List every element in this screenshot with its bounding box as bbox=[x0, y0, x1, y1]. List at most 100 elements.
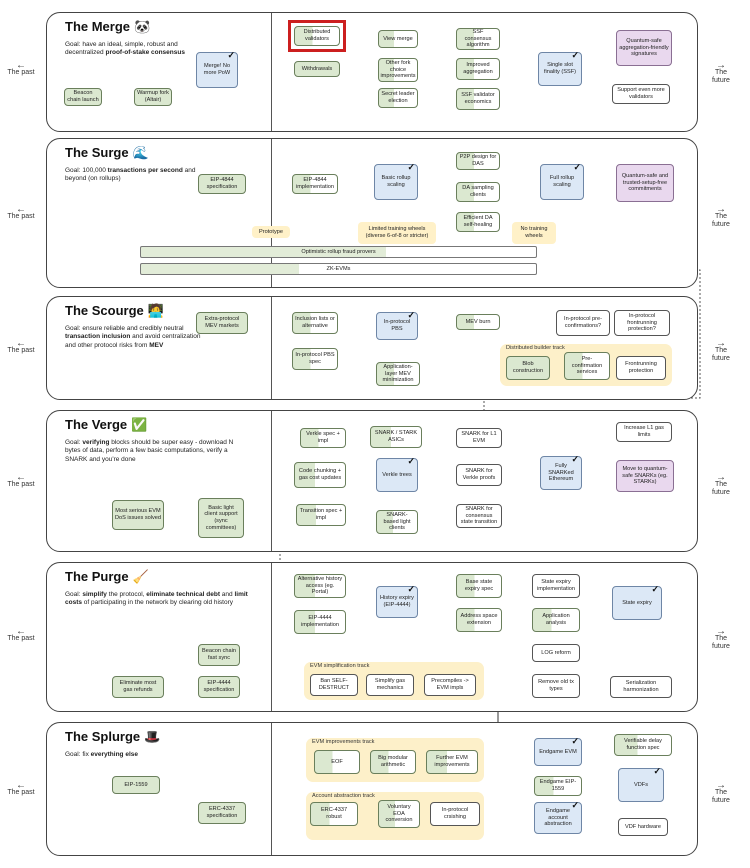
node-snark-verkle[interactable]: SNARK for Verkle proofs bbox=[456, 464, 502, 486]
node-alt-history[interactable]: Alternative history access (eg. Portal) bbox=[294, 574, 346, 598]
node-prototype[interactable]: Prototype bbox=[252, 226, 290, 238]
node-verkle-trees[interactable]: Verkle trees✓ bbox=[376, 456, 418, 492]
node-single-slot-finality[interactable]: Single slot finality (SSF)✓ bbox=[538, 50, 582, 86]
bar-zk-evms[interactable]: ZK-EVMs bbox=[140, 263, 537, 275]
node-beacon-chain-launch[interactable]: Beacon chain launch bbox=[64, 88, 102, 106]
past-label: ←The past bbox=[7, 472, 35, 489]
node-full-rollup-scaling[interactable]: Full rollup scaling✓ bbox=[540, 162, 584, 200]
node-da-sampling[interactable]: DA sampling clients bbox=[456, 182, 500, 202]
track-label: EVM improvements track bbox=[312, 739, 375, 745]
node-basic-rollup-scaling[interactable]: Basic rollup scaling✓ bbox=[374, 162, 418, 200]
node-merge[interactable]: Merge! No more PoW✓ bbox=[196, 50, 238, 88]
bar-optimistic-fraud-provers[interactable]: Optimistic rollup fraud provers bbox=[140, 246, 537, 258]
node-withdrawals[interactable]: Withdrawals bbox=[294, 61, 340, 77]
node-erc4337-spec[interactable]: ERC-4337 specification bbox=[198, 802, 246, 824]
node-precompiles[interactable]: Precompiles -> EVM impls bbox=[424, 674, 476, 696]
node-address-space[interactable]: Address space extension bbox=[456, 608, 502, 632]
node-basic-light-client[interactable]: Basic light client support (sync committ… bbox=[198, 498, 244, 538]
checkmark-icon: ✅ bbox=[131, 417, 148, 432]
node-vdfs[interactable]: VDFs✓ bbox=[618, 766, 664, 802]
node-beacon-fast-sync[interactable]: Beacon chain fast sync bbox=[198, 644, 240, 666]
node-mev-burn[interactable]: MEV burn bbox=[456, 314, 500, 330]
node-further-evm[interactable]: Further EVM improvements bbox=[426, 750, 478, 774]
node-preconf-question[interactable]: In-protocol pre-confirmations? bbox=[556, 310, 610, 336]
node-snark-l1-evm[interactable]: SNARK for L1 EVM bbox=[456, 428, 502, 448]
node-snark-asics[interactable]: SNARK / STARK ASICs bbox=[370, 426, 422, 448]
person-icon: 🧑‍💻 bbox=[147, 303, 164, 318]
node-erc4337-robust[interactable]: ERC-4337 robust bbox=[310, 802, 358, 826]
node-state-expiry-impl[interactable]: State expiry implementation bbox=[532, 574, 580, 598]
node-frontrun-question[interactable]: In-protocol frontrunning protection? bbox=[614, 310, 670, 336]
node-eip4444-impl[interactable]: EIP-4444 implementation bbox=[294, 610, 346, 634]
node-base-state-expiry[interactable]: Base state expiry spec bbox=[456, 574, 502, 598]
node-in-protocol-pbs[interactable]: In-protocol PBS✓ bbox=[376, 310, 418, 340]
node-eip4844-impl[interactable]: EIP-4844 implementation bbox=[292, 174, 338, 194]
node-in-protocol-crlisting[interactable]: In-protocol crsishing bbox=[430, 802, 480, 826]
section-title: The Surge🌊 bbox=[65, 145, 149, 160]
node-transition-spec[interactable]: Transition spec + impl bbox=[296, 504, 346, 526]
node-remove-old-tx[interactable]: Remove old tx types bbox=[532, 674, 580, 698]
node-fully-snarked[interactable]: Fully SNARKed Ethereum✓ bbox=[540, 454, 582, 490]
node-p2p-das[interactable]: P2P design for DAS bbox=[456, 152, 500, 170]
section-goal: Goal: have an ideal, simple, robust and … bbox=[65, 41, 185, 57]
node-quantum-safe-signatures[interactable]: Quantum-safe aggregation-friendly signat… bbox=[616, 30, 672, 66]
node-improved-aggregation[interactable]: Improved aggregation bbox=[456, 58, 500, 80]
node-view-merge[interactable]: View merge bbox=[378, 30, 418, 48]
node-extra-protocol-mev[interactable]: Extra-protocol MEV markets bbox=[196, 312, 248, 334]
node-ban-selfdestruct[interactable]: Ban SELF-DESTRUCT bbox=[310, 674, 358, 696]
node-eip1559[interactable]: EIP-1559 bbox=[112, 776, 160, 794]
future-label: →The future bbox=[712, 626, 730, 651]
node-frontrun-protection[interactable]: Frontrunning protection bbox=[616, 356, 666, 380]
node-distributed-validators[interactable]: Distributed validators bbox=[294, 26, 340, 46]
section-goal: Goal: fix everything else bbox=[65, 751, 138, 758]
node-increase-gas-limits[interactable]: Increase L1 gas limits bbox=[616, 422, 672, 442]
node-inclusion-lists[interactable]: Inclusion lists or alternative bbox=[292, 312, 338, 334]
node-limited-training-wheels[interactable]: Limited training wheels (diverse 6-of-8 … bbox=[358, 222, 436, 244]
node-endgame-aa[interactable]: Endgame account abstraction✓ bbox=[534, 800, 582, 834]
node-vdf-hardware[interactable]: VDF hardware bbox=[618, 818, 668, 836]
broom-icon: 🧹 bbox=[132, 569, 149, 584]
node-endgame-1559[interactable]: Endgame EIP-1559 bbox=[534, 776, 582, 796]
node-evm-dos[interactable]: Most serious EVM DoS issues solved bbox=[112, 500, 164, 530]
check-icon: ✓ bbox=[407, 584, 415, 594]
node-eof[interactable]: EOF bbox=[314, 750, 360, 774]
node-log-reform[interactable]: LOG reform bbox=[532, 644, 580, 662]
past-label: ←The past bbox=[7, 626, 35, 643]
node-snark-light-clients[interactable]: SNARK-based light clients bbox=[376, 510, 418, 534]
node-app-analysis[interactable]: Application analysis bbox=[532, 608, 580, 632]
node-ssf-consensus[interactable]: SSF consensus algorithm bbox=[456, 28, 500, 50]
future-label: →The future bbox=[712, 472, 730, 497]
node-preconf-services[interactable]: Pre-confirmation services bbox=[564, 352, 610, 380]
check-icon: ✓ bbox=[407, 162, 415, 172]
node-other-fork-choice[interactable]: Other fork choice improvements bbox=[378, 58, 418, 82]
node-eip4844-spec[interactable]: EIP-4844 specification bbox=[198, 174, 246, 194]
node-code-chunking[interactable]: Code chunking + gas cost updates bbox=[294, 462, 346, 488]
node-support-more-validators[interactable]: Support even more validators bbox=[612, 84, 670, 104]
now-divider bbox=[271, 411, 272, 551]
node-app-layer-mev[interactable]: Application-layer MEV minimization bbox=[376, 362, 420, 386]
node-pbs-spec[interactable]: In-protocol PBS spec bbox=[292, 348, 338, 370]
section-goal: Goal: verifying blocks should be super e… bbox=[65, 439, 234, 463]
node-big-modular[interactable]: Big modular arithmetic bbox=[370, 750, 416, 774]
past-label: ←The past bbox=[7, 338, 35, 355]
node-serialization[interactable]: Serialization harmonization bbox=[610, 676, 672, 698]
node-ssf-validator-economics[interactable]: SSF validator economics bbox=[456, 88, 500, 110]
node-verkle-spec[interactable]: Verkle spec + impl bbox=[300, 428, 346, 448]
node-efficient-da[interactable]: Efficient DA self-healing bbox=[456, 212, 500, 232]
node-state-expiry[interactable]: State expiry✓ bbox=[612, 584, 662, 620]
node-eliminate-refunds[interactable]: Eliminate most gas refunds bbox=[112, 676, 164, 698]
node-no-training-wheels[interactable]: No training wheels bbox=[512, 222, 556, 244]
node-quantum-snarks[interactable]: Move to quantum-safe SNARKs (eg. STARKs) bbox=[616, 460, 674, 492]
node-voluntary-eoa[interactable]: Voluntary EOA conversion bbox=[378, 800, 420, 828]
node-history-expiry[interactable]: History expiry (EIP-4444)✓ bbox=[376, 584, 418, 618]
section-title: The Splurge🎩 bbox=[65, 729, 161, 744]
node-blob-construction[interactable]: Blob construction bbox=[506, 356, 550, 380]
node-eip4444-spec[interactable]: EIP-4444 specification bbox=[198, 676, 240, 698]
node-endgame-evm[interactable]: Endgame EVM✓ bbox=[534, 736, 582, 766]
node-quantum-safe-commitments[interactable]: Quantum-safe and trusted-setup-free comm… bbox=[616, 164, 674, 202]
node-simplify-gas[interactable]: Simplify gas mechanics bbox=[366, 674, 414, 696]
node-warmup-fork[interactable]: Warmup fork (Altair) bbox=[134, 88, 172, 106]
node-vdf-spec[interactable]: Verifiable delay function spec bbox=[614, 734, 672, 756]
node-secret-leader[interactable]: Secret leader election bbox=[378, 88, 418, 108]
node-snark-consensus[interactable]: SNARK for consensus state transition bbox=[456, 504, 502, 528]
